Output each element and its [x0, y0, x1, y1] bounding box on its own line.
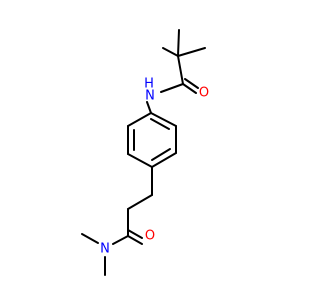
molecule-canvas: N H O N O — [81, 29, 209, 276]
bond-ring-inner-2 — [151, 148, 171, 161]
atom-label-o-bottom: O — [145, 229, 155, 244]
bond-ch2-ch2 — [127, 194, 153, 210]
bond-carbonyl-o-bottom-2 — [127, 229, 143, 239]
bond-n-methyl-left — [81, 233, 99, 244]
bond-n-ring-top — [146, 101, 152, 114]
bond-ring-3 — [127, 153, 153, 168]
atom-label-h-top: H — [144, 77, 154, 92]
bond-ring-inner-3 — [150, 118, 170, 130]
bond-carbonyl-n-top — [160, 83, 184, 93]
bond-carbonyl-o-top-1 — [182, 83, 197, 94]
molecule-structure: N H O N O — [81, 29, 209, 276]
bond-carbonyl-o-bottom-1 — [127, 235, 143, 245]
bond-ring-4 — [151, 152, 177, 168]
bond-tbu-methyl-right — [177, 47, 206, 57]
bond-tbu-methyl-left — [162, 47, 179, 57]
bond-ring-1 — [127, 112, 152, 127]
bond-tbu-methyl-top — [177, 29, 180, 57]
bond-tbu-carbonyl — [177, 55, 184, 85]
bond-carbonyl-o-top-2 — [184, 78, 199, 89]
atom-label-o-top: O — [199, 86, 209, 101]
atom-label-n-top: N — [145, 89, 155, 104]
atom-label-n-bottom: N — [100, 242, 110, 257]
bond-ring-6 — [150, 112, 177, 127]
bond-carbonyl-n-bottom — [112, 235, 129, 245]
